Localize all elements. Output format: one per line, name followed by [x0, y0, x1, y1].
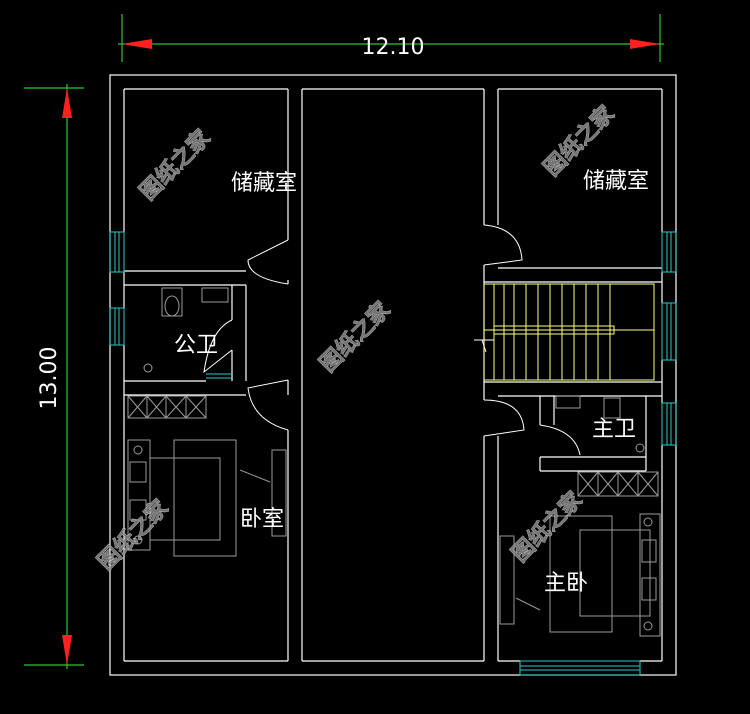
toilet-icon: [161, 287, 183, 317]
room-label-storage-left: 储藏室: [231, 171, 297, 196]
height-dimension: 13.00: [37, 347, 62, 410]
walls: [109, 74, 677, 676]
watermark: 图纸之家: [135, 124, 216, 205]
dimension-arrows: [62, 39, 660, 665]
room-label-public-bath: 公卫: [174, 333, 218, 358]
dimension-lines: [24, 14, 664, 669]
staircase: [483, 283, 655, 381]
toilet-icon: [603, 397, 621, 419]
watermark: 图纸之家: [315, 296, 396, 377]
watermark: 图纸之家: [93, 494, 174, 575]
room-label-master-bath: 主卫: [592, 417, 636, 442]
room-label-storage-right: 储藏室: [583, 169, 649, 194]
watermark: 图纸之家: [507, 486, 588, 567]
room-label-bedroom: 卧室: [240, 507, 284, 532]
width-dimension: 12.10: [362, 35, 425, 60]
door-swings: [203, 224, 581, 456]
bed-icon: [549, 515, 613, 633]
stair-arrow: [474, 339, 494, 353]
furniture: [127, 287, 661, 637]
windows: [109, 231, 677, 676]
room-label-master-bedroom: 主卧: [544, 571, 588, 596]
bed-icon: [173, 439, 237, 557]
sink-icon: [201, 287, 229, 303]
